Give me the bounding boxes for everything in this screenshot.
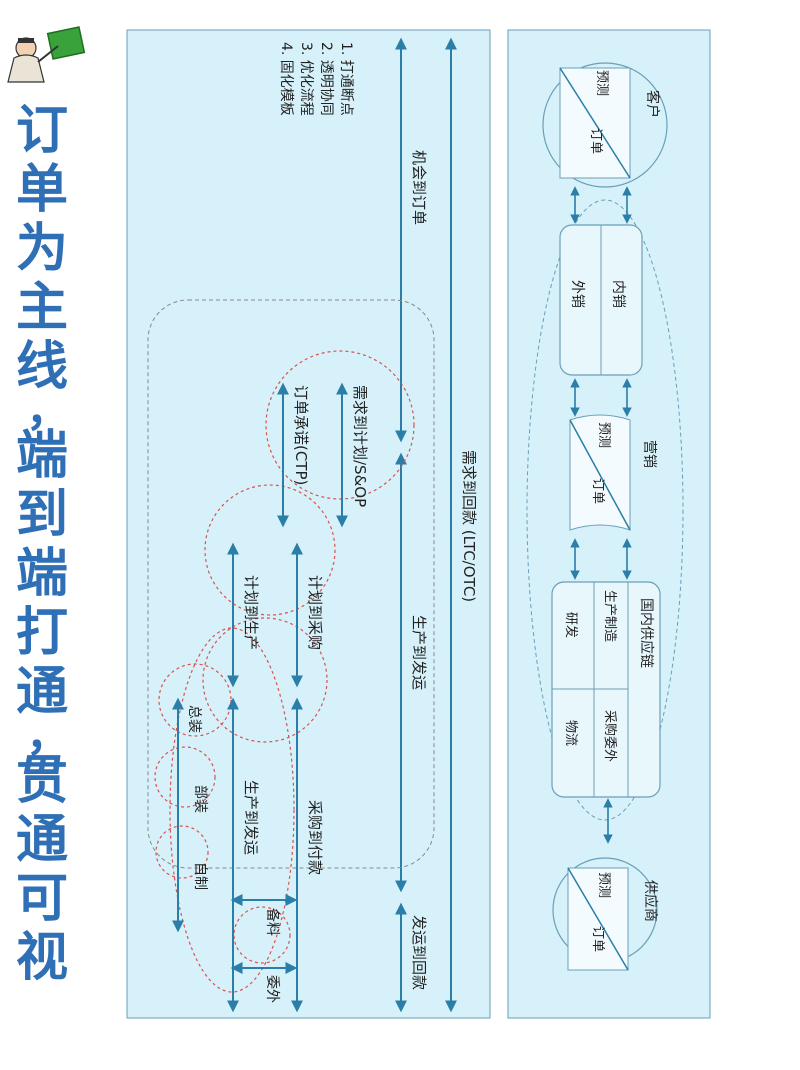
supplier-order: 订单 bbox=[590, 926, 605, 952]
title-char: 通 bbox=[16, 810, 68, 870]
principle-4: 4. 固化模板 bbox=[278, 42, 294, 116]
supply-chain-box: 国内供应链 生产制造 研发 采购委外 物流 bbox=[551, 581, 661, 798]
supply-chain-label: 国内供应链 bbox=[638, 598, 655, 668]
principle-3: 3. 优化流程 bbox=[298, 42, 314, 116]
title-char: 订 bbox=[16, 101, 68, 161]
label-order-promise: 订单承诺(CTP) bbox=[292, 385, 310, 485]
label-purchase-to-pay: 采购到付款 bbox=[306, 800, 324, 875]
title-char: 可 bbox=[16, 869, 68, 929]
inner-arrows bbox=[172, 382, 348, 1013]
label-demand-to-plan: 需求到计划/S&OP bbox=[351, 385, 369, 507]
supply-production: 生产制造 bbox=[602, 590, 617, 642]
title-char: 贯 bbox=[16, 751, 68, 811]
label-plan-to-purchase: 计划到采购 bbox=[306, 575, 324, 650]
label-plan-to-produce: 计划到生产 bbox=[242, 575, 260, 650]
left-panel bbox=[126, 29, 491, 1019]
title-char: 端 bbox=[16, 544, 68, 604]
inner-frame bbox=[147, 299, 435, 869]
supplier-forecast: 预测 bbox=[596, 872, 611, 898]
label-opp-to-order: 机会到订单 bbox=[410, 150, 428, 225]
supply-purchase: 采购委外 bbox=[602, 710, 618, 762]
marketing-forecast: 预测 bbox=[596, 422, 611, 448]
label-self-made: 自制 bbox=[192, 862, 208, 890]
marketing-node: 营销 预测 订单 bbox=[569, 414, 657, 531]
label-outsource: 委外 bbox=[264, 975, 280, 1003]
label-ltc: 需求到回款 (LTC/OTC) bbox=[460, 450, 478, 602]
principle-2: 2. 透明协同 bbox=[318, 42, 334, 116]
title-char: 为 bbox=[16, 219, 68, 279]
label-produce-to-ship: 生产到发运 bbox=[410, 615, 428, 690]
label-final-assembly: 总装 bbox=[186, 705, 202, 733]
customer-node: 客户 预测 订单 bbox=[542, 62, 668, 188]
sales-box: 内销 外销 bbox=[559, 224, 643, 376]
title-char: 单 bbox=[16, 160, 68, 220]
title-char: 通 bbox=[16, 662, 68, 722]
title-char: ， bbox=[26, 710, 70, 761]
customer-label: 客户 bbox=[644, 90, 661, 118]
title-char: ， bbox=[26, 385, 70, 436]
principles-list: 1. 打通断点 2. 透明协同 3. 优化流程 4. 固化模板 bbox=[278, 42, 355, 116]
title-char: 线 bbox=[16, 337, 68, 397]
chain-connectors bbox=[570, 186, 632, 844]
principle-1: 1. 打通断点 bbox=[338, 42, 355, 116]
title-char: 到 bbox=[16, 485, 68, 545]
marketing-label: 营销 bbox=[641, 440, 657, 468]
label-stocking: 备料 bbox=[264, 908, 281, 936]
supplier-label: 供应商 bbox=[642, 880, 659, 922]
label-ship-to-cash: 发运到回款 bbox=[410, 915, 428, 990]
title-char: 端 bbox=[16, 426, 68, 486]
label-produce-to-ship-inner: 生产到发运 bbox=[242, 780, 260, 855]
title-char: 打 bbox=[16, 603, 68, 663]
title-char: 视 bbox=[16, 928, 68, 988]
supply-logistics: 物流 bbox=[563, 720, 578, 746]
presenter-icon bbox=[7, 26, 86, 83]
supply-rnd: 研发 bbox=[563, 612, 579, 638]
sales-export: 外销 bbox=[569, 280, 585, 308]
title-char: 主 bbox=[16, 278, 68, 338]
sales-domestic: 内销 bbox=[610, 280, 626, 308]
supplier-node: 供应商 预测 订单 bbox=[552, 857, 659, 971]
label-sub-assembly: 部装 bbox=[192, 785, 208, 813]
customer-forecast: 预测 bbox=[594, 70, 609, 96]
customer-order: 订单 bbox=[588, 128, 603, 154]
marketing-order: 订单 bbox=[590, 478, 605, 504]
